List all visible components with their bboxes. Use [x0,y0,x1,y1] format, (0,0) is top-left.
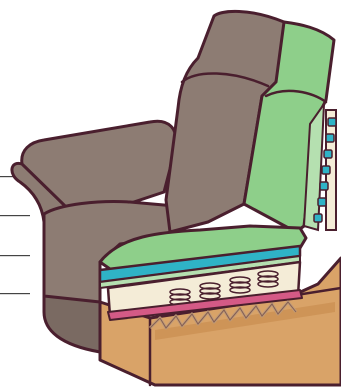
left-guide-lines [0,176,30,294]
